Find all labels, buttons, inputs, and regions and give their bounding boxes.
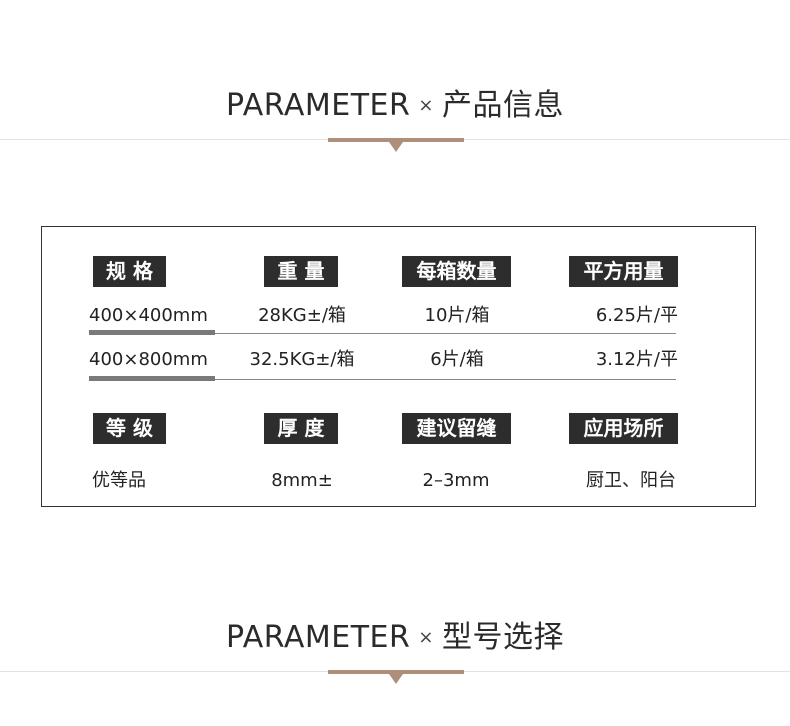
row1-divider xyxy=(89,333,676,334)
down-triangle-icon xyxy=(389,674,403,684)
section-title: PARAMETER × 型号选择 xyxy=(0,612,790,656)
header-weight: 重 量 xyxy=(264,256,338,287)
row2-box-qty: 6片/箱 xyxy=(430,349,484,370)
section-title: PARAMETER × 产品信息 xyxy=(0,80,790,124)
row2-weight: 32.5KG±/箱 xyxy=(249,349,355,370)
header-application: 应用场所 xyxy=(569,413,678,444)
row1-weight: 28KG±/箱 xyxy=(258,305,346,326)
header-grade: 等 级 xyxy=(93,413,166,444)
value-grade: 优等品 xyxy=(92,470,146,491)
title-cn: 产品信息 xyxy=(441,88,564,123)
down-triangle-icon xyxy=(389,142,403,152)
value-thickness: 8mm± xyxy=(271,470,333,491)
title-cn: 型号选择 xyxy=(441,620,564,655)
row1-box-qty: 10片/箱 xyxy=(424,305,490,326)
title-separator: × xyxy=(418,627,434,648)
header-joint-gap: 建议留缝 xyxy=(402,413,511,444)
row1-spec: 400×400mm xyxy=(89,305,208,326)
header-thickness: 厚 度 xyxy=(264,413,338,444)
value-joint-gap: 2–3mm xyxy=(422,470,490,491)
header-spec: 规 格 xyxy=(93,256,166,287)
header-sqm-usage: 平方用量 xyxy=(569,256,678,287)
row2-divider xyxy=(89,379,676,380)
accent-bar xyxy=(328,138,464,142)
value-application: 厨卫、阳台 xyxy=(586,470,676,491)
accent-bar xyxy=(328,670,464,674)
header-box-qty: 每箱数量 xyxy=(402,256,511,287)
title-separator: × xyxy=(418,95,434,116)
row2-spec: 400×800mm xyxy=(89,349,208,370)
row1-sqm-usage: 6.25片/平 xyxy=(595,305,678,326)
row2-accent-bar xyxy=(89,376,215,381)
title-en: PARAMETER xyxy=(226,620,411,655)
title-en: PARAMETER xyxy=(226,88,411,123)
parameter-table: 规 格 重 量 每箱数量 平方用量 400×400mm 28KG±/箱 10片/… xyxy=(41,226,756,507)
row2-sqm-usage: 3.12片/平 xyxy=(595,349,678,370)
row1-accent-bar xyxy=(89,330,215,335)
